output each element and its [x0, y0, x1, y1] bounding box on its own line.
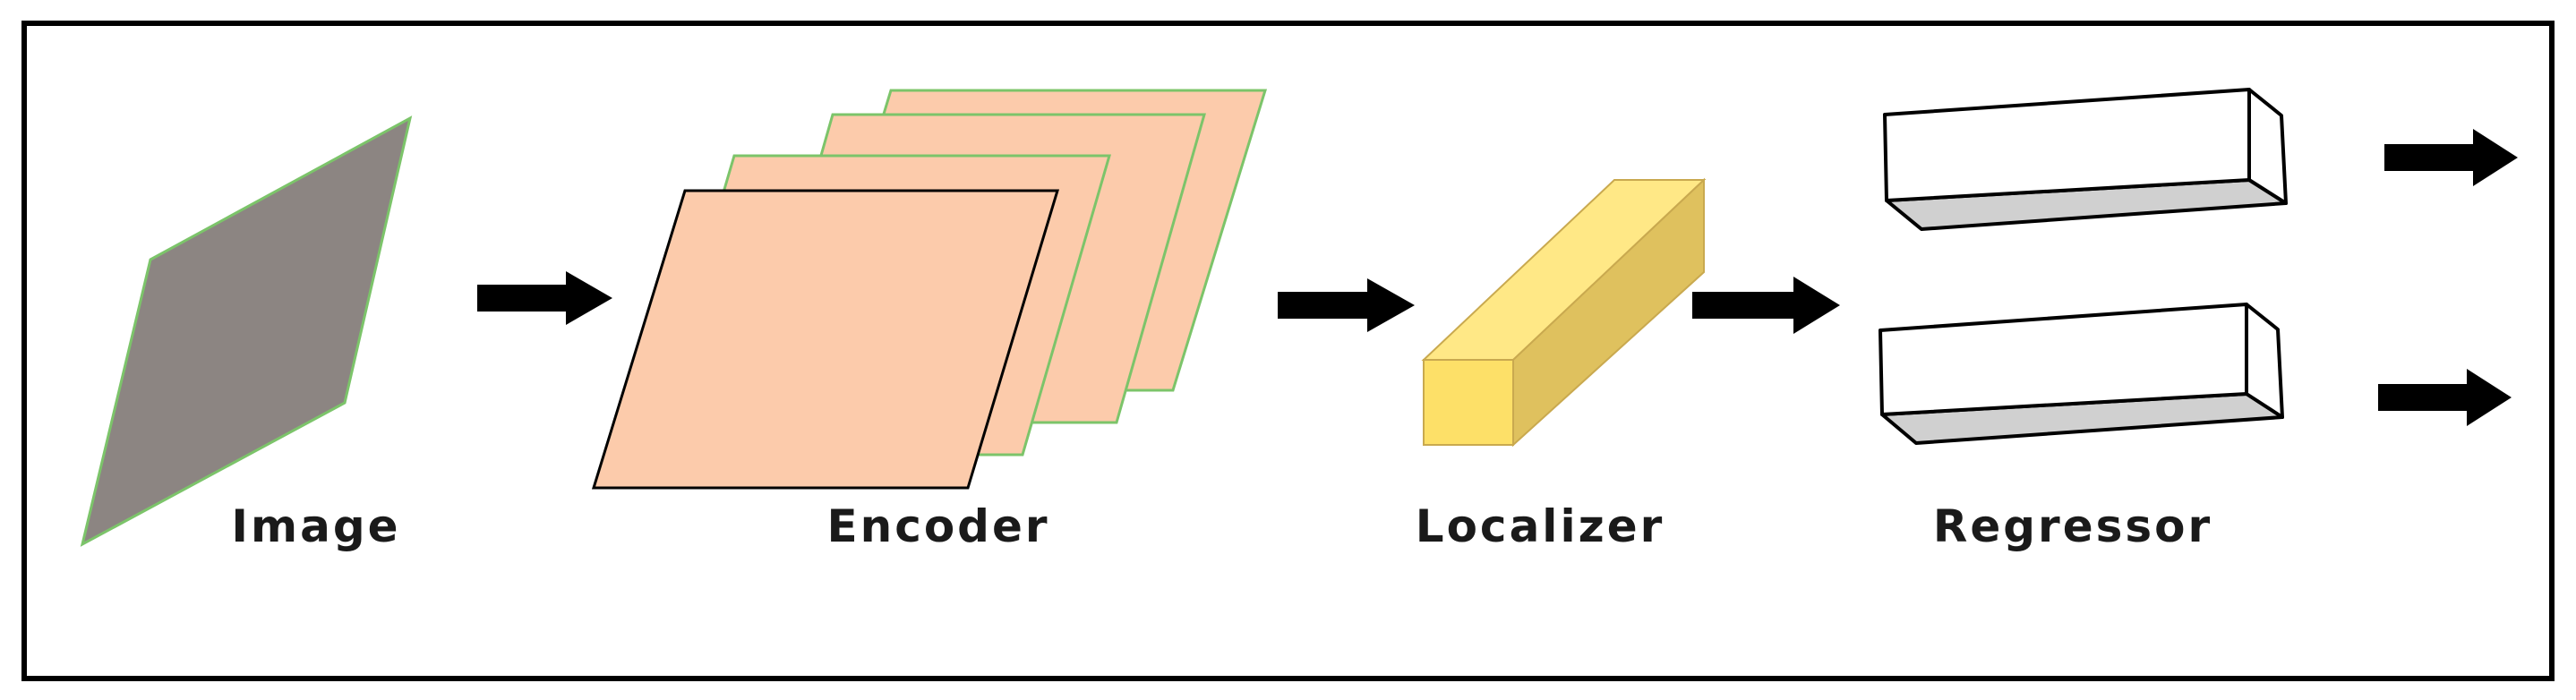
regressor-box-bottom-icon — [1879, 303, 2284, 445]
arrow-output-bottom-icon — [2378, 369, 2512, 426]
regressor-stage: Regressor — [1879, 88, 2288, 552]
image-stage: Image — [80, 115, 413, 552]
arrow-encoder-to-localizer-icon — [1278, 278, 1415, 332]
arrow-localizer-to-regressor-icon — [1692, 277, 1840, 334]
encoder-label: Encoder — [826, 500, 1049, 552]
localizer-stage: Localizer — [1416, 177, 1707, 552]
encoder-map-front-icon — [591, 189, 1060, 490]
arrow-image-to-encoder-icon — [477, 271, 612, 325]
arrow-output-top-icon — [2384, 129, 2518, 186]
regressor-label: Regressor — [1933, 500, 2212, 552]
image-label: Image — [231, 500, 400, 552]
localizer-label: Localizer — [1416, 500, 1665, 552]
regressor-box-top-icon — [1883, 88, 2288, 231]
encoder-stage: Encoder — [591, 89, 1268, 552]
localizer-icon — [1423, 359, 1514, 446]
image-icon — [80, 115, 413, 547]
